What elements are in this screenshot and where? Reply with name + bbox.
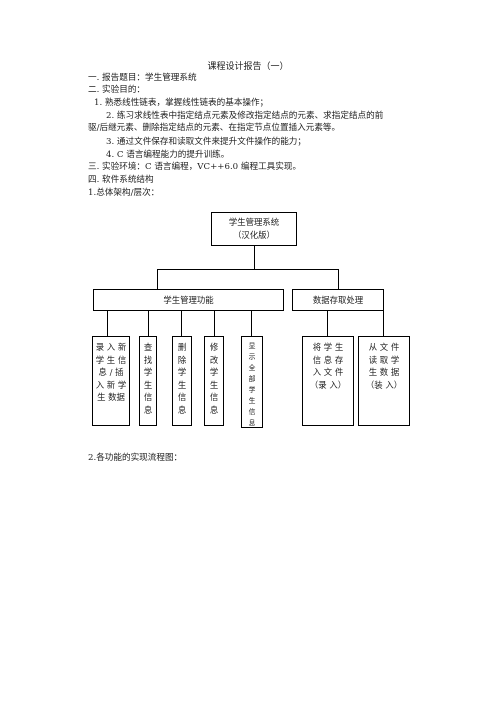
group-data-access: 数据存取处理 bbox=[292, 289, 384, 311]
section-heading-4: 四. 软件系统结构 bbox=[88, 175, 154, 185]
leaf-load-from-file-label: 从 文 件 读 取 学 生 数 据（装 入） bbox=[365, 342, 403, 390]
objective-2: 2. 练习求线性表中指定结点元素及修改指定结点的元素、求指定结点的前 bbox=[106, 111, 384, 121]
leaf-delete-student: 删 除 学 生 信 息 bbox=[172, 336, 192, 426]
connector-leaf-3 bbox=[181, 311, 182, 336]
leaf-load-from-file: 从 文 件 读 取 学 生 数 据（装 入） bbox=[358, 336, 410, 426]
connector-leaf-1 bbox=[107, 311, 108, 336]
leaf-add-student: 录 入 新 学 生 信 息 / 插 入 新 学 生 数据 bbox=[92, 336, 130, 426]
objective-2-continued: 驱/后继元素、删除指定结点的元素、在指定节点位置插入元素等。 bbox=[88, 123, 341, 133]
leaf-find-student: 查 找 学 生 信 息 bbox=[139, 336, 157, 426]
leaf-save-to-file: 将 学 生 信 息 存 入 文 件（录 入） bbox=[302, 336, 354, 426]
leaf-delete-student-label: 删 除 学 生 信 息 bbox=[177, 342, 187, 415]
leaf-show-all-students: 显 示 全 部 学 生 信 息 bbox=[241, 336, 263, 428]
objective-3: 3. 通过文件保存和读取文件来提升文件操作的能力； bbox=[106, 137, 306, 147]
diagram-root-box: 学生管理系统 （汉化版） bbox=[211, 212, 297, 246]
leaf-edit-student-label: 修 改 学 生 信 息 bbox=[209, 342, 219, 415]
page-title: 课程设计报告（一） bbox=[207, 62, 289, 72]
leaf-show-all-students-label: 显 示 全 部 学 生 信 息 bbox=[248, 342, 256, 427]
group-student-management-label: 学生管理功能 bbox=[163, 295, 214, 305]
leaf-edit-student: 修 改 学 生 信 息 bbox=[204, 336, 224, 426]
subsection-flowchart: 2.各功能的实现流程图： bbox=[88, 453, 183, 463]
section-heading-2: 二. 实验目的： bbox=[88, 85, 146, 95]
leaf-save-to-file-label: 将 学 生 信 息 存 入 文 件（录 入） bbox=[309, 342, 347, 390]
root-title: 学生管理系统 bbox=[228, 217, 280, 227]
connector-right-group bbox=[338, 269, 339, 289]
connector-groups bbox=[157, 269, 339, 270]
connector-leaf-6 bbox=[327, 311, 328, 336]
section-heading-3: 三. 实验环境：C 语言编程，VC++6.0 编程工具实现。 bbox=[88, 162, 302, 172]
group-student-management: 学生管理功能 bbox=[93, 289, 284, 311]
section-heading-1: 一. 报告题目：学生管理系统 bbox=[88, 73, 197, 83]
connector-leaf-2 bbox=[148, 311, 149, 336]
leaf-find-student-label: 查 找 学 生 信 息 bbox=[143, 342, 153, 415]
root-subtitle: （汉化版） bbox=[233, 230, 275, 240]
subsection-architecture: 1.总体架构/层次： bbox=[88, 188, 160, 198]
connector-leaf-5 bbox=[251, 311, 252, 336]
group-data-access-label: 数据存取处理 bbox=[312, 295, 364, 305]
connector-left-group bbox=[157, 269, 158, 289]
connector-leaf-4 bbox=[214, 311, 215, 336]
leaf-add-student-label: 录 入 新 学 生 信 息 / 插 入 新 学 生 数据 bbox=[95, 342, 127, 402]
objective-4: 4. C 语言编程能力的提升训练。 bbox=[106, 150, 230, 160]
connector-leaf-7 bbox=[383, 311, 384, 336]
objective-1: 1. 熟悉线性链表，掌握线性链表的基本操作； bbox=[94, 98, 269, 108]
connector-root bbox=[254, 246, 255, 269]
